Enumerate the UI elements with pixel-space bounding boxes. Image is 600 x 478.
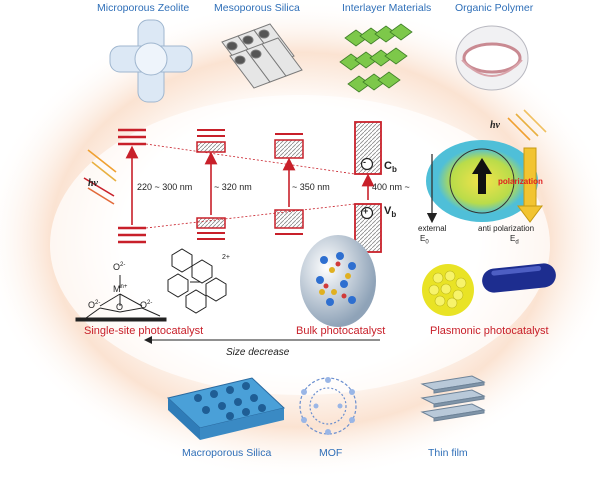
o-top-sup: 2- [120, 262, 126, 268]
label-interlayer-materials: Interlayer Materials [342, 2, 432, 14]
label-polarization: polarization [498, 177, 543, 186]
band-column-3 [274, 133, 304, 235]
mof-icon [299, 377, 357, 435]
label-hv-right: hv [490, 120, 500, 131]
label-mesoporous-silica: Mesoporous Silica [214, 2, 300, 14]
label-wavelength-1: 220 ~ 300 nm [137, 182, 193, 192]
label-wavelength-4: 400 nm ~ [372, 182, 410, 192]
label-macroporous-silica: Macroporous Silica [182, 447, 272, 459]
inner-halo [50, 95, 550, 395]
label-single-site: Single-site photocatalyst [84, 325, 204, 337]
band-column-1 [118, 128, 146, 244]
mesoporous-silica-icon [221, 23, 303, 89]
cb-text: C [384, 160, 392, 172]
label-microporous-zeolite: Microporous Zeolite [97, 2, 190, 14]
metal-text: M [113, 284, 121, 294]
plasmonic-particle [426, 140, 543, 224]
vb-connector [145, 203, 356, 229]
cb-subscript: b [391, 165, 397, 175]
vb-subscript: b [391, 210, 397, 220]
o-top-text: O [113, 262, 121, 272]
label-ed: Ed [510, 234, 519, 246]
label-anti-polarization: anti polarization [478, 224, 535, 233]
organic-polymer-icon [455, 25, 529, 91]
thin-film-icon [420, 375, 486, 422]
label-bulk: Bulk photocatalyst [296, 325, 386, 337]
label-cb: Cb [384, 160, 397, 174]
label-wavelength-3: ~ 350 nm [292, 182, 330, 192]
label-o-mid: O [116, 302, 124, 312]
band-diagram [118, 121, 382, 253]
nanorod-icon [482, 263, 556, 293]
label-thin-film: Thin film [428, 447, 468, 459]
label-hv-left: hv [88, 178, 98, 189]
vb-text: V [384, 205, 392, 217]
o-left-sup: 2- [95, 300, 101, 306]
nanoparticle-cluster-icon [422, 264, 474, 316]
label-vb: Vb [384, 205, 396, 219]
label-mof: MOF [319, 447, 343, 459]
light-rays-left [83, 149, 117, 205]
label-size-decrease: Size decrease [226, 347, 290, 358]
label-complex-charge: 2+ [222, 254, 230, 261]
hole-circle [360, 206, 374, 220]
hole-sign: + [363, 206, 369, 216]
bulk-crystal-icon [300, 235, 376, 327]
label-external: external [418, 224, 447, 233]
single-site-structure [75, 275, 167, 322]
interlayer-icon [339, 23, 413, 93]
macroporous-silica-icon [166, 377, 286, 440]
ed-subscript: d [515, 239, 519, 246]
label-o-left: O2- [88, 300, 100, 310]
label-metal: Mn+ [113, 284, 127, 294]
label-o-top: O2- [113, 262, 125, 272]
ruthenium-complex-icon [167, 248, 227, 314]
band-column-2 [196, 129, 226, 240]
o-left-text: O [88, 300, 96, 310]
metal-sup: n+ [120, 284, 128, 290]
o-right-sup: 2- [147, 300, 153, 306]
label-o-right: O2- [140, 300, 152, 310]
label-e0: E0 [420, 234, 429, 246]
label-plasmonic: Plasmonic photocatalyst [430, 325, 549, 337]
light-rays-right [507, 109, 547, 141]
electron-circle [360, 157, 374, 171]
label-wavelength-2: ~ 320 nm [214, 182, 252, 192]
ed-text: E [510, 234, 516, 243]
e0-subscript: 0 [425, 239, 429, 246]
e0-text: E [420, 234, 426, 243]
zeolite-icon [109, 19, 193, 103]
electron-sign: - [363, 157, 366, 167]
o-right-text: O [140, 300, 148, 310]
label-organic-polymer: Organic Polymer [455, 2, 534, 14]
cb-connector [145, 143, 356, 175]
